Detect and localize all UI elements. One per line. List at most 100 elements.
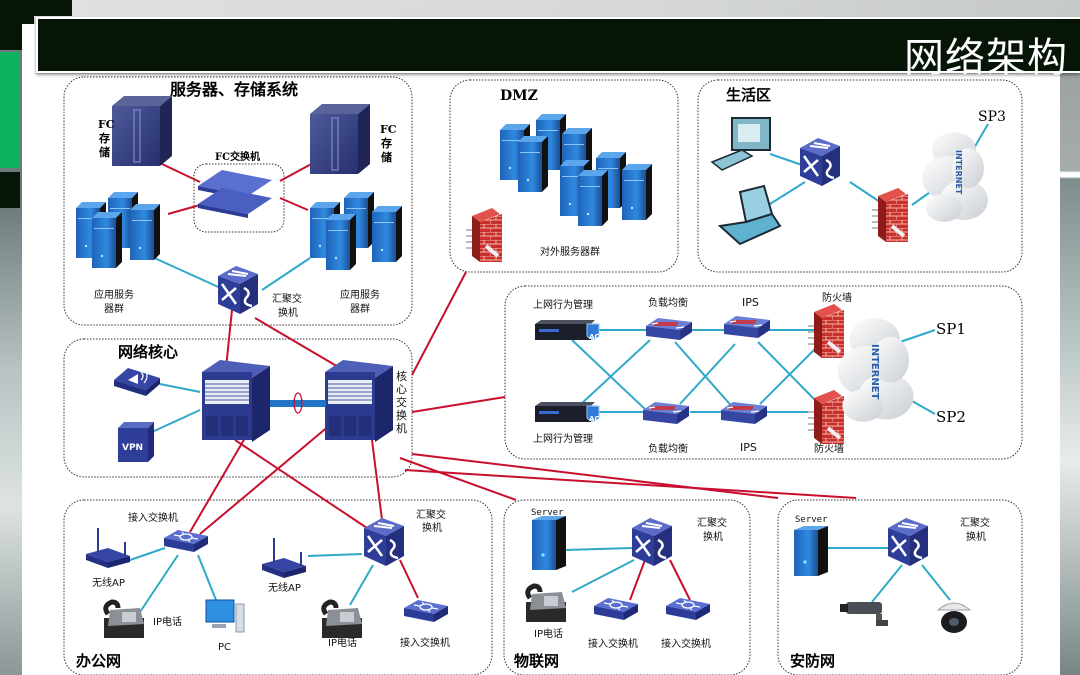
svg-text:应用服务: 应用服务: [340, 288, 380, 301]
iot-agg-switch-icon: [630, 516, 674, 568]
iot-access-switch-1-label: 接入交换机: [588, 637, 638, 650]
ips-bottom-label: IPS: [740, 441, 757, 454]
isp-sp1-label: SP1: [936, 320, 966, 338]
corner-decoration: [0, 0, 72, 16]
iot-access-switch-2-icon: [665, 597, 711, 621]
core-switch-right-icon: [324, 359, 394, 443]
svg-text:存: 存: [381, 136, 392, 150]
egress-internet-label: INTERNET: [869, 344, 880, 400]
isp-sp2-label: SP2: [936, 408, 966, 426]
office-wap-right-icon: [262, 538, 306, 578]
link-ips1-fw2: [757, 341, 816, 401]
link-wan-core: [159, 383, 201, 393]
access-switch-label: 接入交换机: [128, 511, 178, 524]
link-fc-left-top: [161, 163, 201, 183]
zone-iot-border: [503, 499, 751, 675]
pc-label: PC: [218, 642, 231, 653]
fc-switch-group-border: [193, 163, 285, 233]
link-iot-access-1: [629, 559, 646, 601]
ac-badge-bottom: AC: [589, 415, 600, 423]
dmz-server-icon: [578, 170, 608, 226]
svg-text:换机: 换机: [703, 530, 723, 543]
link-vpn-core: [151, 409, 201, 433]
link-sec-dome: [921, 564, 951, 601]
core-switch-left-icon: [201, 359, 271, 443]
zone-title-iot: 物联网: [514, 652, 559, 670]
laptop-icon: [717, 184, 782, 246]
svg-text:应用服务: 应用服务: [94, 288, 134, 301]
zone-egress-border: [504, 285, 1023, 460]
link-switch-firewall: [849, 181, 881, 203]
svg-text:交: 交: [396, 395, 407, 409]
link-agg-core-left: [225, 309, 233, 369]
app-servers-left-label: 应用服务 器群: [94, 288, 134, 315]
zone-living-border: [697, 79, 1023, 273]
access-switch-right-label: 接入交换机: [400, 636, 450, 649]
link-fc-left-bottom: [167, 204, 201, 215]
link-iot-server-agg: [564, 547, 633, 551]
link-aggregation-mark: [293, 392, 303, 414]
dome-camera-icon: [936, 602, 972, 633]
security-server-icon: [794, 526, 828, 576]
ips-bottom-icon: [720, 401, 768, 425]
zone-title-office: 办公网: [76, 652, 121, 670]
iot-ipphone-label: IP电话: [534, 627, 563, 640]
svg-text:换机: 换机: [422, 521, 442, 534]
zone-security-border: [777, 499, 1023, 675]
svg-text:换机: 换机: [278, 306, 298, 319]
office-pc-icon: [205, 599, 245, 633]
link-core-access-left: [189, 437, 246, 533]
svg-text:器群: 器群: [104, 302, 124, 315]
behavior-mgmt-bottom-label: 上网行为管理: [533, 432, 593, 445]
link-core2-access-left: [199, 424, 331, 535]
app-server-icon: [372, 206, 402, 262]
link-core2-agg-office: [371, 439, 383, 521]
svg-text:器群: 器群: [350, 302, 370, 315]
office-agg-switch-icon: [362, 516, 406, 568]
iot-access-switch-2-label: 接入交换机: [661, 637, 711, 650]
link-pc-switch: [769, 153, 806, 167]
svg-text:储: 储: [381, 150, 392, 164]
svg-text:心: 心: [396, 383, 407, 396]
fc-switch-label: FC交换机: [215, 150, 260, 163]
link-core-iot: [399, 457, 517, 501]
link-fc-right-top: [279, 161, 316, 182]
svg-text:汇聚交: 汇聚交: [960, 516, 990, 529]
link-lb2-ips1: [679, 343, 736, 405]
load-balancer-bottom-icon: [642, 401, 690, 425]
living-internet-label: INTERNET: [954, 150, 963, 195]
dmz-server-icon: [518, 136, 548, 192]
zone-office-border: [63, 499, 493, 675]
backbone-links: [161, 161, 857, 601]
dmz-server-icon: [622, 164, 652, 220]
svg-text:储: 储: [99, 145, 110, 159]
zone-title-security: 安防网: [790, 652, 835, 670]
page-title: 网络架构: [904, 35, 1068, 81]
zone-core-border: [63, 338, 413, 478]
office-access-switch-right-icon: [403, 599, 449, 623]
link-core-agg-office: [234, 439, 371, 531]
fc-switch-icon: [198, 170, 272, 218]
living-firewall-icon: [870, 186, 910, 244]
load-balancer-bottom-label: 负载均衡: [648, 442, 688, 455]
office-ipphone-right-icon: [322, 602, 362, 638]
background-right: [1060, 60, 1080, 675]
svg-text:FC: FC: [380, 123, 397, 136]
load-balancer-top-label: 负载均衡: [648, 296, 688, 309]
wan-accelerator-icon: [114, 368, 160, 396]
link-agg-core-right: [254, 317, 341, 369]
ac-badge-top: AC: [589, 333, 600, 341]
link-agg-phone: [349, 564, 374, 606]
svg-text:机: 机: [396, 421, 407, 435]
link-iot-access-2: [669, 559, 691, 601]
wap-right-label: 无线AP: [268, 581, 301, 594]
title-bar-edge: [22, 24, 36, 76]
link-sec-camera: [871, 564, 903, 603]
zone-server-storage-border: [63, 76, 413, 326]
link-apps-right-agg: [261, 257, 311, 291]
app-server-icon: [92, 212, 122, 268]
link-access-phone: [139, 554, 179, 613]
svg-text:汇聚交: 汇聚交: [697, 516, 727, 529]
office-wap-left-icon: [86, 528, 130, 568]
